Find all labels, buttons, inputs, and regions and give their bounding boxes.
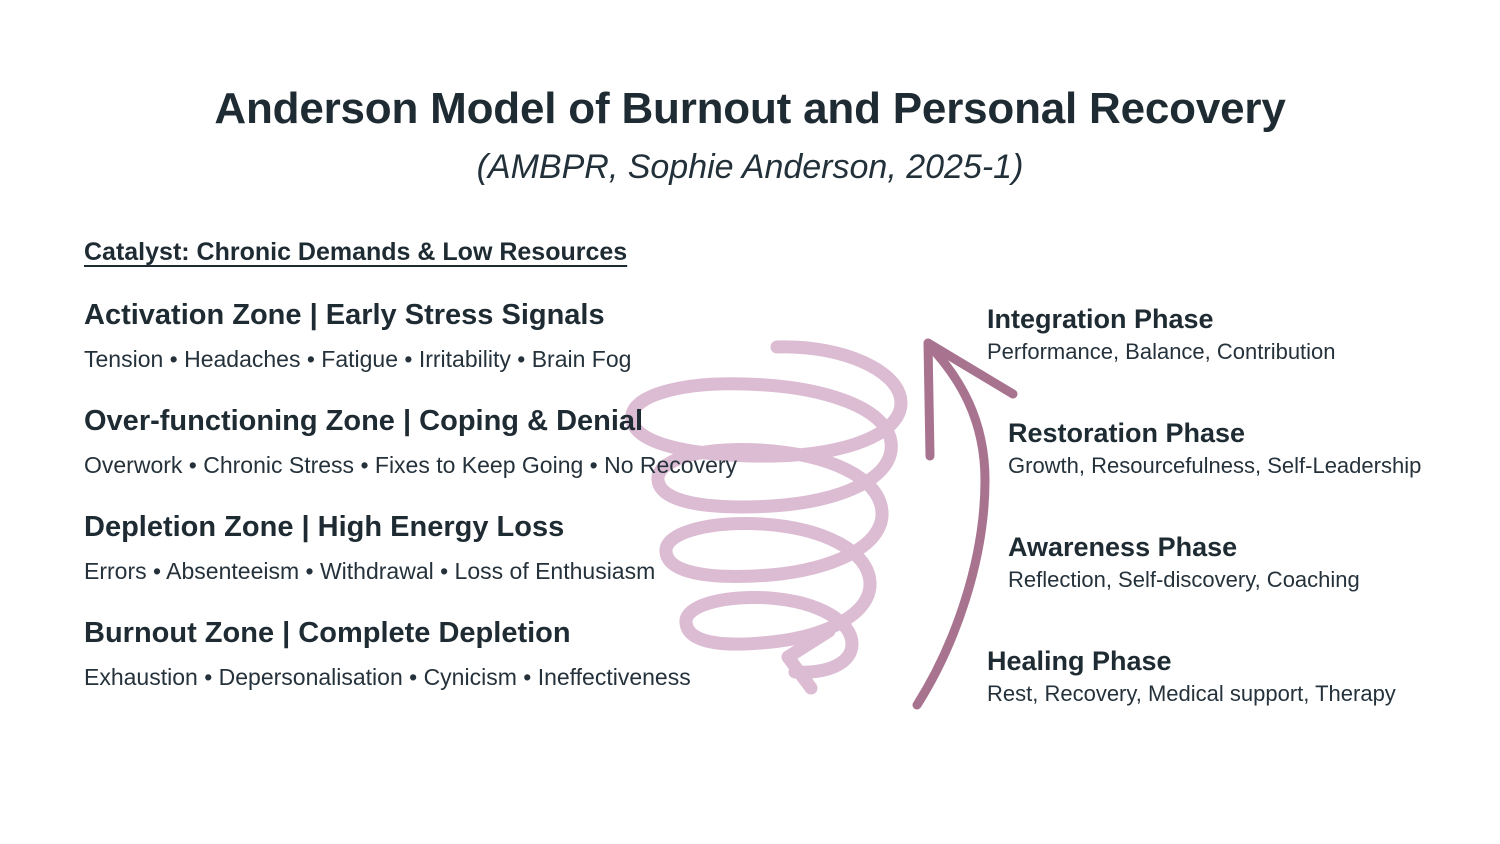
- zone-symptoms: Exhaustion • Depersonalisation • Cynicis…: [84, 664, 691, 691]
- zone-title: Activation Zone | Early Stress Signals: [84, 299, 605, 331]
- phase-block-integration: Integration Phase Performance, Balance, …: [987, 304, 1336, 365]
- phase-block-healing: Healing Phase Rest, Recovery, Medical su…: [987, 646, 1396, 707]
- phase-description: Growth, Resourcefulness, Self-Leadership: [1008, 453, 1422, 479]
- zone-block-burnout: Burnout Zone | Complete Depletion Exhaus…: [84, 618, 804, 724]
- zone-symptoms: Errors • Absenteeism • Withdrawal • Loss…: [84, 558, 656, 585]
- phase-description: Rest, Recovery, Medical support, Therapy: [987, 681, 1396, 707]
- phase-description: Reflection, Self-discovery, Coaching: [1008, 567, 1360, 593]
- zone-title: Burnout Zone | Complete Depletion: [84, 617, 571, 649]
- phase-block-awareness: Awareness Phase Reflection, Self-discove…: [1008, 532, 1360, 593]
- phase-description: Performance, Balance, Contribution: [987, 339, 1336, 365]
- phase-title: Awareness Phase: [1008, 532, 1238, 562]
- zone-block-over-functioning: Over-functioning Zone | Coping & Denial …: [84, 406, 804, 512]
- phase-block-restoration: Restoration Phase Growth, Resourcefulnes…: [1008, 418, 1422, 479]
- zone-block-activation: Activation Zone | Early Stress Signals T…: [84, 300, 804, 406]
- zone-symptoms: Tension • Headaches • Fatigue • Irritabi…: [84, 346, 632, 373]
- zone-symptoms: Overwork • Chronic Stress • Fixes to Kee…: [84, 452, 738, 479]
- zone-title: Depletion Zone | High Energy Loss: [84, 511, 565, 543]
- zone-block-depletion: Depletion Zone | High Energy Loss Errors…: [84, 512, 804, 618]
- burnout-zones-column: Activation Zone | Early Stress Signals T…: [84, 300, 804, 724]
- phase-title: Integration Phase: [987, 304, 1214, 334]
- catalyst-heading: Catalyst: Chronic Demands & Low Resource…: [84, 238, 628, 266]
- zone-title: Over-functioning Zone | Coping & Denial: [84, 405, 644, 437]
- page-title: Anderson Model of Burnout and Personal R…: [214, 84, 1286, 133]
- phase-title: Healing Phase: [987, 646, 1172, 676]
- page-subtitle: (AMBPR, Sophie Anderson, 2025-1): [476, 148, 1024, 186]
- phase-title: Restoration Phase: [1008, 418, 1246, 448]
